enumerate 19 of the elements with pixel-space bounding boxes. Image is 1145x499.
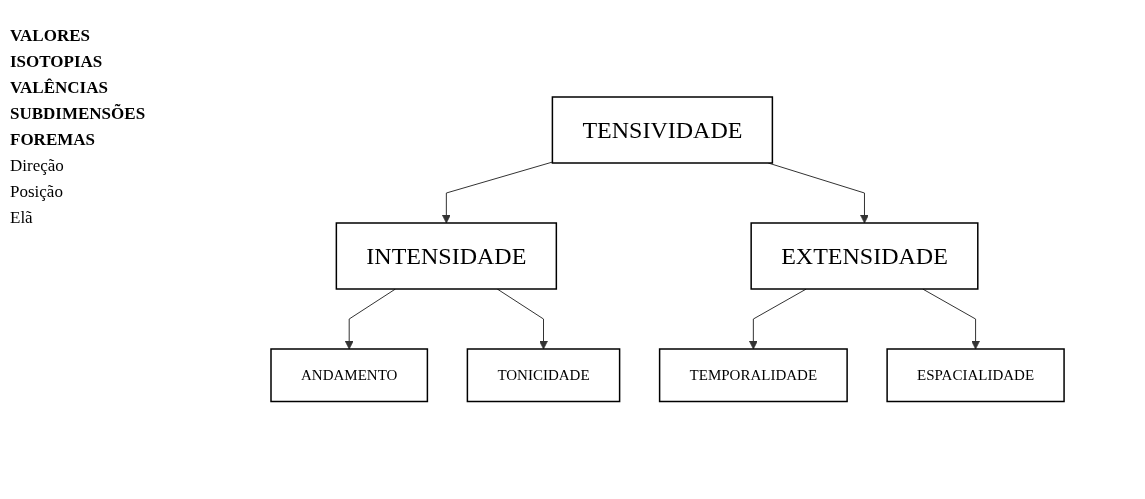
- forema-item: Elã: [10, 208, 34, 228]
- arrow: [441, 161, 553, 224]
- arrow: [922, 288, 980, 350]
- forema-item: Direção: [10, 156, 65, 176]
- node-box: ANDAMENTO: [270, 348, 429, 403]
- level-label: SUBDIMENSÕES: [10, 104, 147, 124]
- node-box: TENSIVIDADE: [551, 96, 774, 164]
- level-label: VALORES: [10, 26, 91, 46]
- arrow: [748, 288, 807, 350]
- node-box: EXTENSIDADE: [750, 222, 979, 290]
- node-box: ESPACIALIDADE: [886, 348, 1065, 403]
- forema-item: Posição: [10, 182, 64, 202]
- level-label: ISOTOPIAS: [10, 52, 104, 72]
- node-box: TONICIDADE: [466, 348, 621, 403]
- level-label: FOREMAS: [10, 130, 96, 150]
- node-box: INTENSIDADE: [335, 222, 558, 290]
- level-label: VALÊNCIAS: [10, 78, 109, 98]
- node-box: TEMPORALIDADE: [658, 348, 848, 403]
- arrow: [344, 288, 396, 350]
